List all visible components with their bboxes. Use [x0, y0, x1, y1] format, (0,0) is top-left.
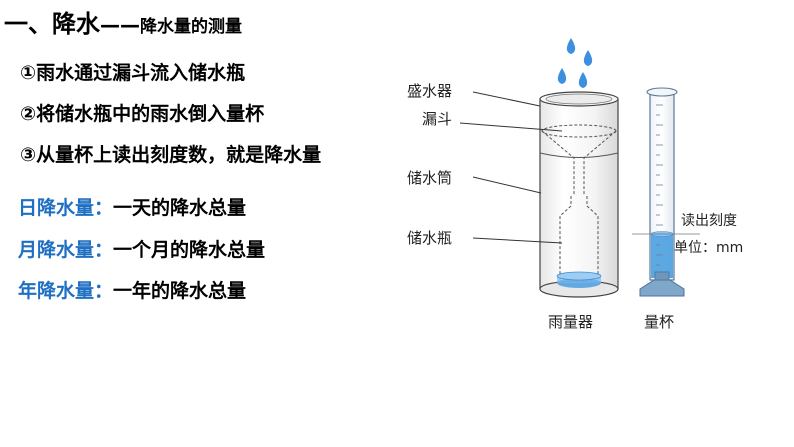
label-read-scale: 读出刻度 — [681, 212, 737, 229]
title-dash: —— — [100, 13, 140, 37]
definition-desc: 一天的降水总量 — [113, 197, 247, 219]
step-2: ②将储水瓶中的雨水倒入量杯 — [20, 103, 265, 125]
title-main: 一、降水 — [4, 10, 100, 38]
definition-term: 年降水量： — [18, 280, 114, 302]
label-rain-gauge: 雨量器 — [548, 313, 593, 331]
leader-lines — [459, 91, 563, 244]
definition-desc: 一年的降水总量 — [113, 280, 247, 302]
definition-term: 月降水量： — [18, 239, 114, 261]
step-3: ③从量杯上读出刻度数，就是降水量 — [20, 144, 322, 166]
measuring-cup — [632, 87, 700, 297]
label-storage-cylinder: 储水筒 — [407, 169, 452, 187]
raindrop-icon — [557, 68, 567, 84]
definition-desc: 一个月的降水总量 — [113, 239, 266, 261]
label-container: 盛水器 — [407, 82, 452, 100]
raindrop-icon — [578, 72, 588, 88]
raindrop-icon — [583, 50, 593, 66]
label-funnel: 漏斗 — [422, 110, 452, 128]
label-unit: 单位：mm — [674, 240, 743, 256]
title-subtitle: 降水量的测量 — [140, 17, 242, 37]
definition-yearly: 年降水量：一年的降水总量 — [18, 276, 246, 303]
definition-monthly: 月降水量：一个月的降水总量 — [18, 235, 265, 262]
rain-gauge — [539, 91, 619, 298]
definition-term: 日降水量： — [18, 197, 114, 219]
raindrop-icons — [557, 38, 593, 88]
label-storage-bottle: 储水瓶 — [407, 229, 452, 247]
step-1: ①雨水通过漏斗流入储水瓶 — [20, 62, 246, 84]
raindrop-icon — [566, 38, 576, 54]
page-title: 一、降水——降水量的测量 — [4, 4, 242, 39]
label-measuring-cup: 量杯 — [644, 313, 674, 331]
definition-daily: 日降水量：一天的降水总量 — [18, 193, 246, 220]
